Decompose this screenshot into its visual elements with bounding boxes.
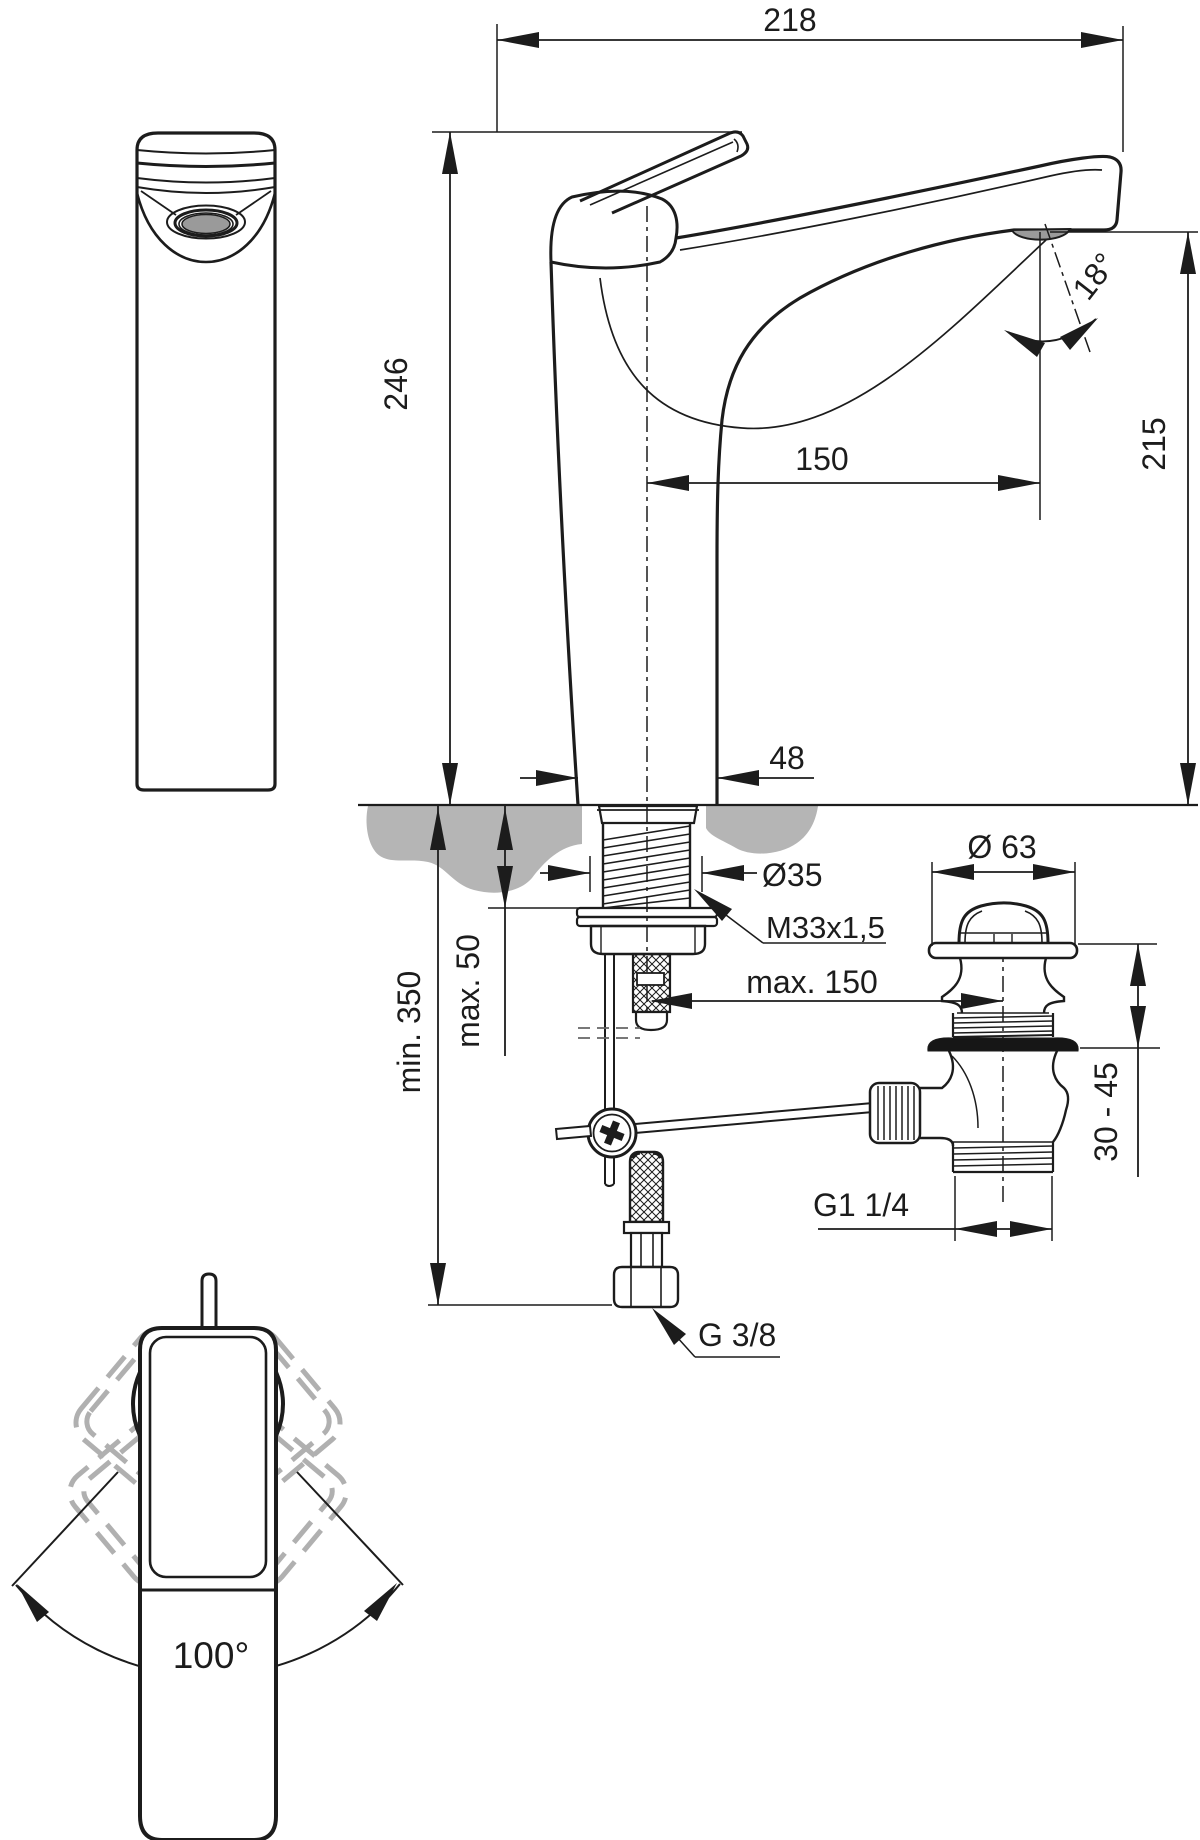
side-view: [549, 130, 1123, 1012]
dim-246: [432, 131, 742, 805]
front-bowl-arc: [135, 192, 277, 264]
dim-150: [647, 232, 1041, 520]
label-218: 218: [763, 2, 816, 38]
shank-collar: [597, 804, 699, 825]
waste-top-flange: [927, 941, 1079, 960]
top-view: 100°: [11, 1272, 404, 1840]
spout-inner-curve: [599, 239, 1047, 430]
dim-o35: [540, 856, 757, 892]
dim-g114: [818, 1176, 1053, 1241]
waste-lever-rod: [634, 1102, 874, 1134]
label-g114: G1 1/4: [813, 1187, 909, 1223]
locknut: [589, 924, 707, 956]
label-246: 246: [378, 357, 414, 410]
dim-g38: [652, 1308, 780, 1358]
threaded-shank: [601, 823, 692, 909]
front-view: [135, 131, 277, 792]
mounting-shank: [575, 804, 719, 956]
dim-o63: [931, 862, 1076, 946]
deck-gray-right: [706, 806, 818, 854]
dim-30-45: [1078, 943, 1160, 1177]
spout-outline: [675, 154, 1123, 805]
swivel-angle-label: 100°: [173, 1635, 250, 1676]
dim-218: [496, 24, 1124, 152]
dimensions: [428, 24, 1198, 1358]
dim-48: [520, 770, 814, 786]
label-m33: M33x1,5: [766, 910, 885, 945]
label-18deg: 18°: [1065, 246, 1123, 306]
hose-connector: [629, 1231, 664, 1269]
dim-min350: [428, 806, 612, 1306]
label-48: 48: [769, 740, 805, 776]
popup-waste: [868, 901, 1079, 1205]
waste-black-flange: [927, 1037, 1079, 1052]
dim-m33: [694, 889, 886, 944]
waste-push-cap: [957, 901, 1050, 944]
handle-cap: [549, 189, 679, 270]
aerator-front-icon: [166, 204, 246, 240]
spout-inner-top-line: [679, 168, 1103, 251]
dim-max150: [650, 993, 1003, 1009]
hose-collar: [622, 1220, 671, 1235]
handle-lever: [549, 130, 750, 270]
hose-stub-end: [634, 1010, 669, 1032]
rod-break-marks: [578, 1027, 640, 1039]
top-handle-rod: [200, 1272, 218, 1332]
waste-upper-body: [940, 957, 1066, 1014]
countertop: [358, 803, 1198, 893]
supply-nut: [612, 1265, 680, 1309]
waste-lower-body: [920, 1050, 1070, 1147]
front-vline-right: [235, 190, 272, 216]
label-150: 150: [795, 441, 848, 477]
dim-215: [1050, 231, 1198, 805]
waste-lower-thread: [951, 1141, 1055, 1174]
braided-hose: [628, 1150, 665, 1224]
waste-upper-thread: [951, 1012, 1055, 1038]
arrowhead: [364, 1583, 397, 1621]
waste-knurled-knob: [868, 1081, 922, 1145]
dim-max50: [488, 806, 578, 1056]
label-max50: max. 50: [450, 934, 486, 1048]
label-g38: G 3/8: [698, 1317, 776, 1353]
supply-hose-assembly: [554, 952, 874, 1309]
hose-nipple-window: [636, 972, 665, 986]
dim-18deg: [1004, 223, 1098, 357]
aerator-side-icon: [1010, 227, 1072, 241]
label-o35: Ø35: [762, 857, 822, 893]
lever-left-stub: [554, 1124, 593, 1141]
label-min350: min. 350: [391, 971, 427, 1094]
handle-inner-line: [589, 141, 734, 206]
arrowhead: [17, 1584, 49, 1622]
front-vline-left: [140, 190, 177, 216]
top-view-body: [131, 1272, 285, 1840]
deck-gray-left: [366, 806, 582, 893]
label-215: 215: [1136, 417, 1172, 470]
label-o63: Ø 63: [967, 829, 1036, 865]
body-left-edge: [549, 261, 580, 806]
top-spout-inner: [148, 1335, 268, 1579]
linkage-screw-icon: [586, 1107, 638, 1159]
label-max150: max. 150: [746, 964, 878, 1000]
dimension-labels: 218 246 18° 150 215 48 Ø35 M33x1,5 Ø 63 …: [378, 2, 1172, 1353]
handle-tip-detail: [733, 138, 739, 153]
label-30-45: 30 - 45: [1088, 1062, 1124, 1162]
pull-rod: [604, 954, 615, 1187]
